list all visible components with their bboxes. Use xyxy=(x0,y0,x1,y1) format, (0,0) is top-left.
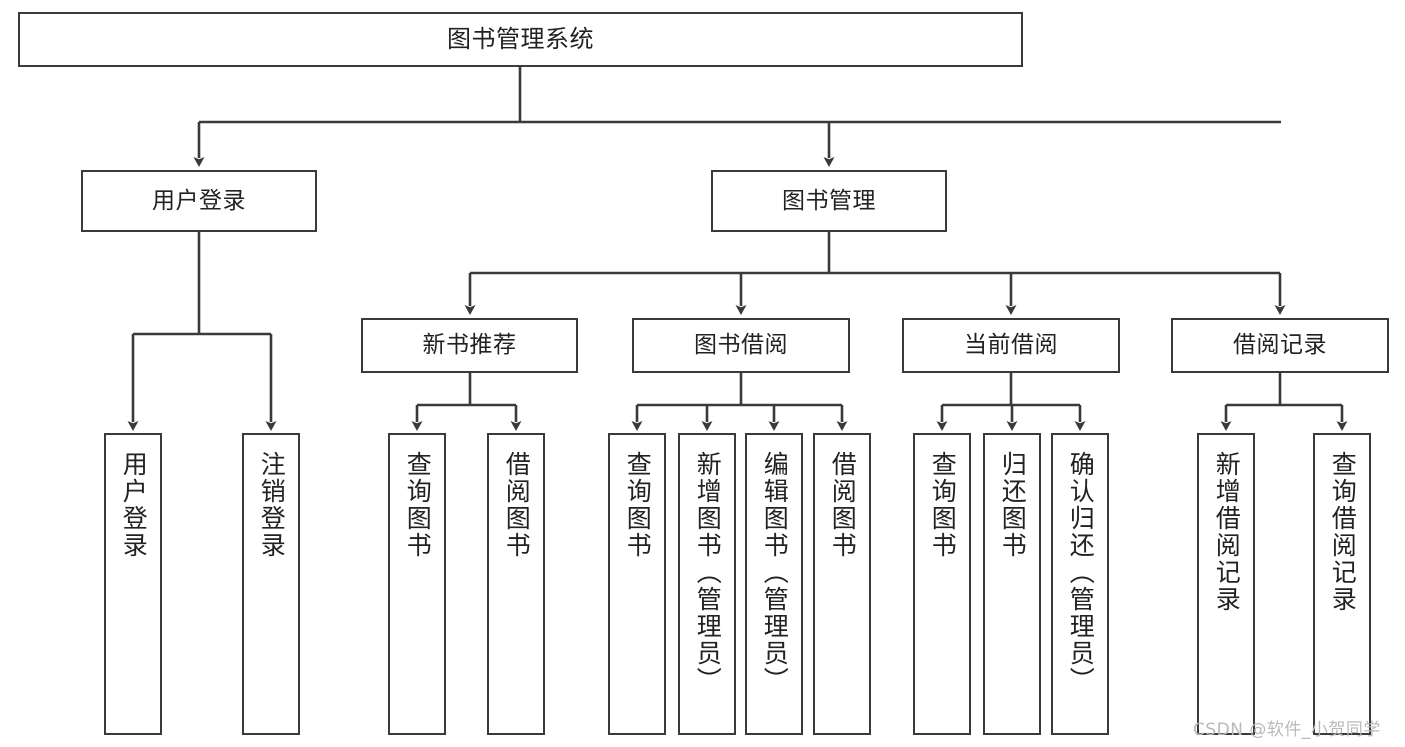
node-label: 注销登录 xyxy=(257,451,287,559)
leaf-borrow-edit-book[interactable]: 编辑图书（管理员） xyxy=(745,433,803,735)
leaf-current-confirm-return[interactable]: 确认归还（管理员） xyxy=(1051,433,1109,735)
node-label: 当前借阅 xyxy=(964,332,1058,359)
node-label: 借阅图书 xyxy=(502,451,532,559)
leaf-borrow-query-book[interactable]: 查询图书 xyxy=(608,433,666,735)
node-label: 图书借阅 xyxy=(694,332,788,359)
leaf-current-query-book[interactable]: 查询图书 xyxy=(913,433,971,735)
node-label: 查询借阅记录 xyxy=(1328,451,1358,613)
node-label: 归还图书 xyxy=(998,451,1028,559)
leaf-user-login-signin[interactable]: 用户登录 xyxy=(104,433,162,735)
node-label: 用户登录 xyxy=(119,451,149,559)
leaf-borrow-borrow-book[interactable]: 借阅图书 xyxy=(813,433,871,735)
leaf-recommend-query-book[interactable]: 查询图书 xyxy=(388,433,446,735)
node-label: 借阅记录 xyxy=(1233,332,1327,359)
node-label: 新增借阅记录 xyxy=(1212,451,1242,613)
node-label: 图书管理 xyxy=(782,187,876,214)
node-root-system[interactable]: 图书管理系统 xyxy=(18,12,1023,67)
node-book-borrow[interactable]: 图书借阅 xyxy=(632,318,850,373)
node-label: 图书管理系统 xyxy=(447,24,594,53)
node-label: 借阅图书 xyxy=(828,451,858,559)
node-label: 新增图书（管理员） xyxy=(693,451,723,694)
node-label: 确认归还（管理员） xyxy=(1066,451,1096,694)
node-label: 用户登录 xyxy=(152,187,246,214)
watermark-text: CSDN @软件_小贺同学 xyxy=(1193,720,1381,740)
leaf-current-return-book[interactable]: 归还图书 xyxy=(983,433,1041,735)
node-label: 编辑图书（管理员） xyxy=(760,451,790,694)
leaf-record-add-record[interactable]: 新增借阅记录 xyxy=(1197,433,1255,735)
node-label: 查询图书 xyxy=(623,451,653,559)
node-current-borrow[interactable]: 当前借阅 xyxy=(902,318,1120,373)
node-label: 新书推荐 xyxy=(422,332,517,359)
node-user-login[interactable]: 用户登录 xyxy=(81,170,317,232)
leaf-user-login-signout[interactable]: 注销登录 xyxy=(242,433,300,735)
node-new-book-recommend[interactable]: 新书推荐 xyxy=(361,318,578,373)
leaf-recommend-borrow-book[interactable]: 借阅图书 xyxy=(487,433,545,735)
leaf-borrow-add-book[interactable]: 新增图书（管理员） xyxy=(678,433,736,735)
node-borrow-record[interactable]: 借阅记录 xyxy=(1171,318,1389,373)
leaf-record-query-record[interactable]: 查询借阅记录 xyxy=(1313,433,1371,735)
node-label: 查询图书 xyxy=(928,451,958,559)
node-label: 查询图书 xyxy=(403,451,433,559)
node-book-management[interactable]: 图书管理 xyxy=(711,170,947,232)
